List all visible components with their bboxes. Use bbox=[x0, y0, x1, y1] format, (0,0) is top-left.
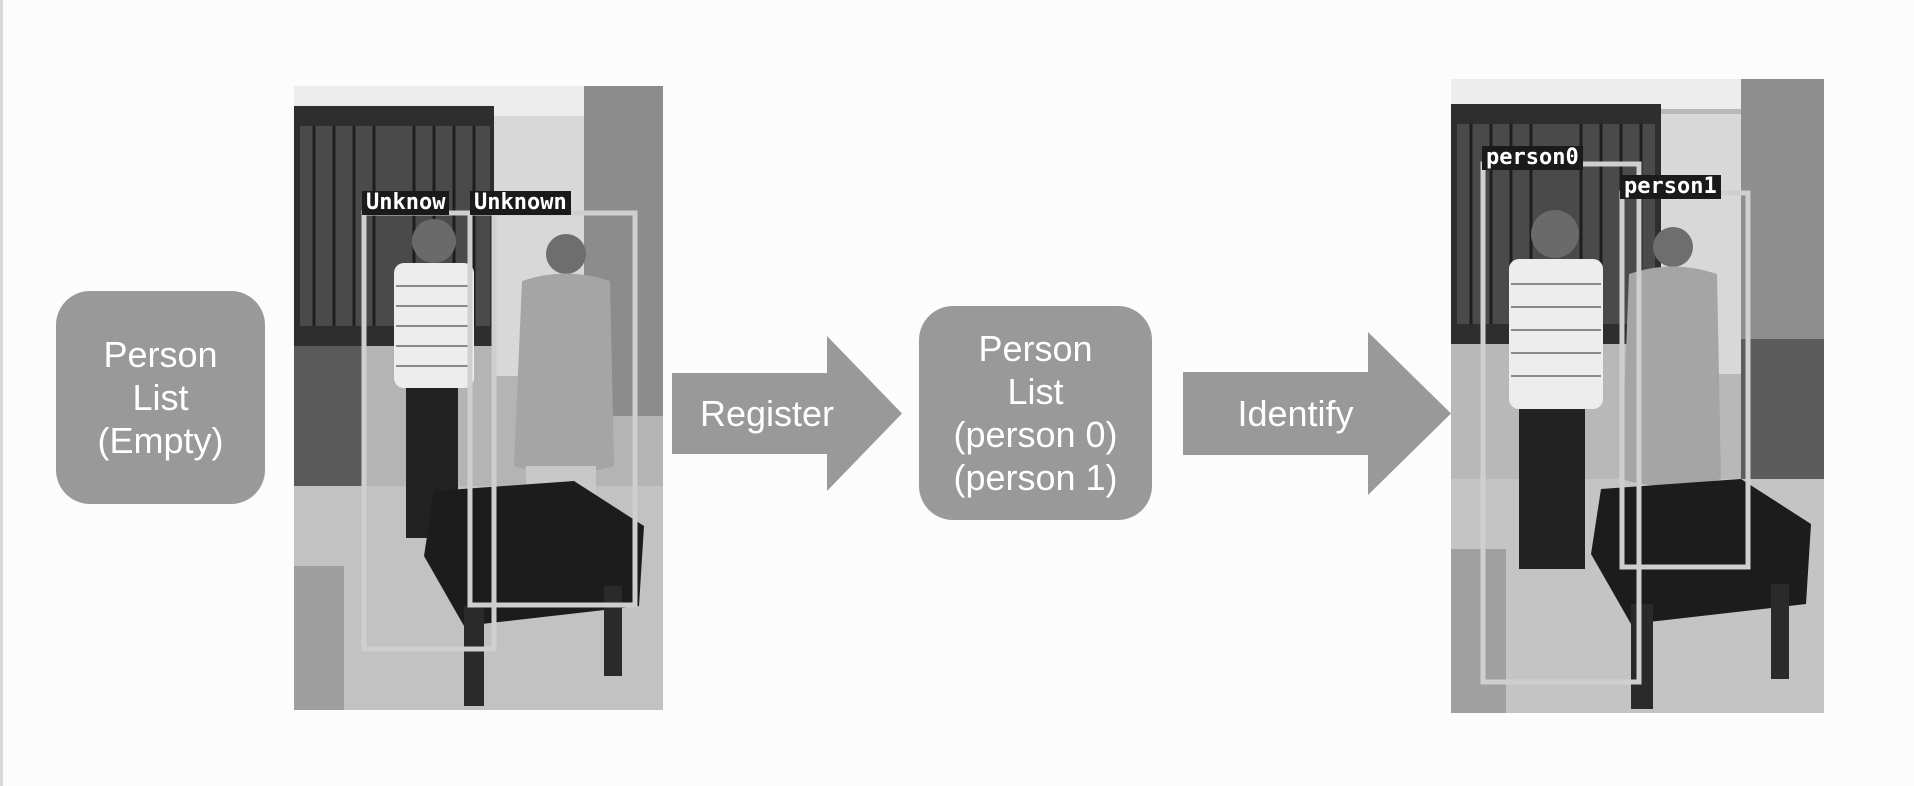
box-line: List bbox=[132, 377, 189, 418]
person-list-empty-box: Person List (Empty) bbox=[56, 291, 265, 504]
detection-tag-unknown-1: Unknow bbox=[362, 191, 450, 215]
box-line: List bbox=[1007, 371, 1064, 412]
person-list-registered-box: Person List (person 0) (person 1) bbox=[919, 306, 1152, 520]
photo-after-identification: person0 person1 bbox=[1451, 79, 1824, 713]
identify-label: Identify bbox=[1237, 393, 1354, 434]
detection-tag-person0: person0 bbox=[1482, 146, 1583, 170]
box-line: (person 1) bbox=[953, 457, 1118, 498]
arrow-right-icon bbox=[1183, 332, 1451, 495]
scene-image bbox=[294, 86, 663, 710]
detection-tag-person1: person1 bbox=[1620, 175, 1721, 199]
register-label: Register bbox=[699, 393, 835, 434]
register-arrow: Register bbox=[672, 336, 902, 491]
box-line: Person bbox=[103, 334, 218, 375]
arrow-right-icon bbox=[672, 336, 902, 491]
box-line: (person 0) bbox=[953, 414, 1118, 455]
identify-arrow: Identify bbox=[1183, 332, 1451, 495]
box-line: Person bbox=[978, 328, 1093, 369]
page-left-border bbox=[0, 0, 3, 786]
box-line: (Empty) bbox=[97, 420, 224, 461]
photo-before-registration: Unknow Unknown bbox=[294, 86, 663, 710]
detection-tag-unknown-2: Unknown bbox=[470, 191, 571, 215]
